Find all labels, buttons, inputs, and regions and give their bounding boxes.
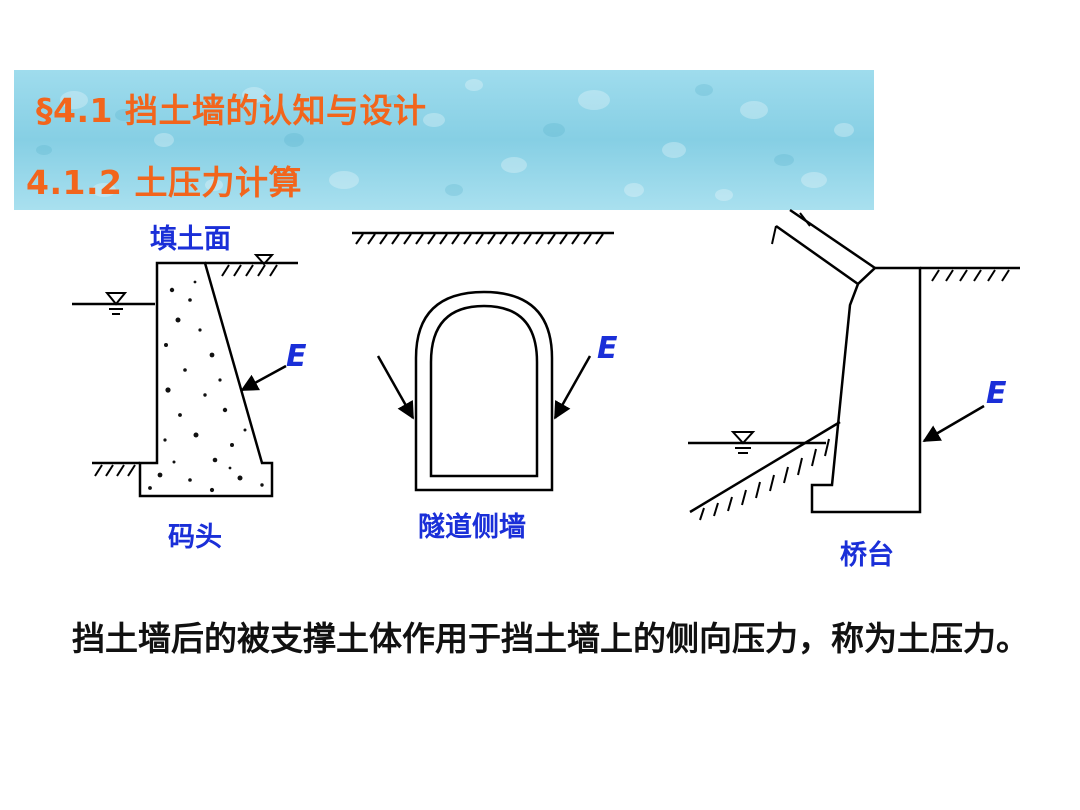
front-slope (689, 420, 841, 514)
abutment-pressure-label: E (986, 376, 1007, 411)
earth-pressure-arrow (240, 364, 287, 392)
surface-marker-icon (253, 254, 275, 266)
left-pressure-arrow (376, 355, 415, 420)
concrete-aggregate-dots (148, 280, 264, 493)
quay-wall-body (138, 261, 274, 498)
earth-pressure-label: E (286, 339, 307, 374)
tunnel-inner-opening (429, 304, 539, 478)
page-subtitle: 4.1.2 土压力计算 (26, 163, 302, 202)
backfill-hatch (221, 264, 278, 277)
fill-surface-label: 填土面 (150, 224, 231, 255)
water-level-icon (104, 292, 128, 306)
page-title: §4.1 挡土墙的认知与设计 (36, 91, 427, 130)
right-pressure-arrow (553, 355, 592, 420)
title-banner: §4.1 挡土墙的认知与设计 4.1.2 土压力计算 (14, 70, 874, 210)
tunnel-wall-diagram: E 隧道侧墙 (352, 231, 618, 543)
quay-wall-name: 码头 (168, 522, 222, 553)
bridge-abutment-name: 桥台 (840, 539, 894, 571)
ground-hatch (355, 233, 604, 245)
quay-wall-diagram: 填土面 (72, 224, 307, 553)
retaining-wall-diagrams: 填土面 (72, 208, 1020, 571)
abutment-water-icon (730, 431, 756, 445)
tunnel-wall-name: 隧道侧墙 (418, 511, 526, 543)
definition-caption: 挡土墙后的被支撑土体作用于挡土墙上的侧向压力，称为土压力。 (72, 619, 1029, 658)
bridge-deck (775, 208, 877, 286)
bridge-abutment-diagram: E 桥台 (688, 208, 1020, 571)
water-drop-texture (36, 79, 854, 201)
tunnel-pressure-label: E (597, 331, 618, 366)
abutment-body (810, 266, 922, 514)
slope-hatch (699, 438, 830, 521)
abutment-pressure-arrow (922, 404, 985, 443)
